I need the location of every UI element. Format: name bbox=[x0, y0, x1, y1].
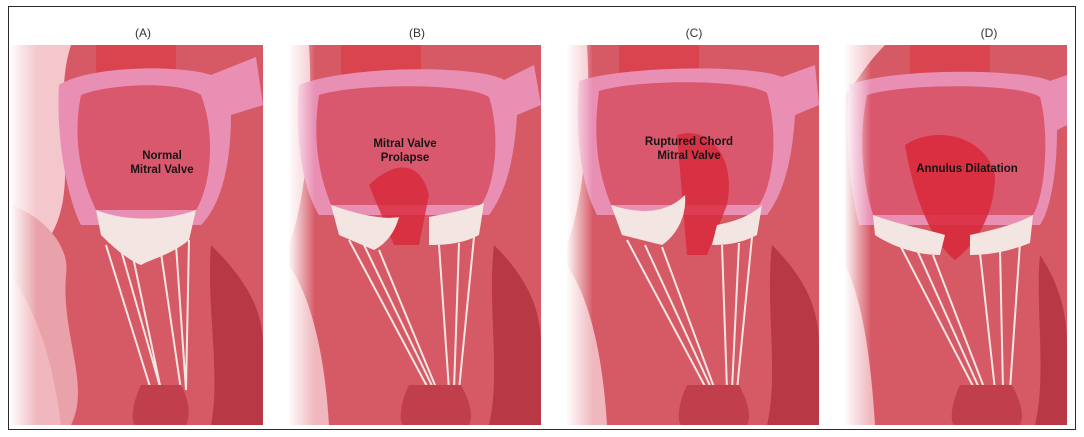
panel-b-letter: (B) bbox=[397, 26, 437, 40]
figure-frame: (A) (B) (C) (D) Normal Mitral Valve bbox=[8, 6, 1076, 430]
panel-a-label: Normal Mitral Valve bbox=[82, 149, 242, 177]
panel-c-label: Ruptured Chord Mitral Valve bbox=[609, 135, 769, 163]
panel-d-illustration bbox=[845, 45, 1067, 425]
panel-c-letter: (C) bbox=[674, 26, 714, 40]
panel-a-fade bbox=[11, 45, 37, 425]
panel-c-fade bbox=[567, 45, 593, 425]
panel-d-letter: (D) bbox=[969, 26, 1009, 40]
panel-b-illustration bbox=[289, 45, 541, 425]
panel-d-fade bbox=[845, 45, 871, 425]
panel-a-letter: (A) bbox=[123, 26, 163, 40]
panel-c-illustration bbox=[567, 45, 819, 425]
panel-d-label: Annulus Dilatation bbox=[887, 162, 1047, 176]
panel-b-label: Mitral Valve Prolapse bbox=[325, 137, 485, 165]
panel-b-fade bbox=[289, 45, 315, 425]
panel-a-illustration bbox=[11, 45, 263, 425]
